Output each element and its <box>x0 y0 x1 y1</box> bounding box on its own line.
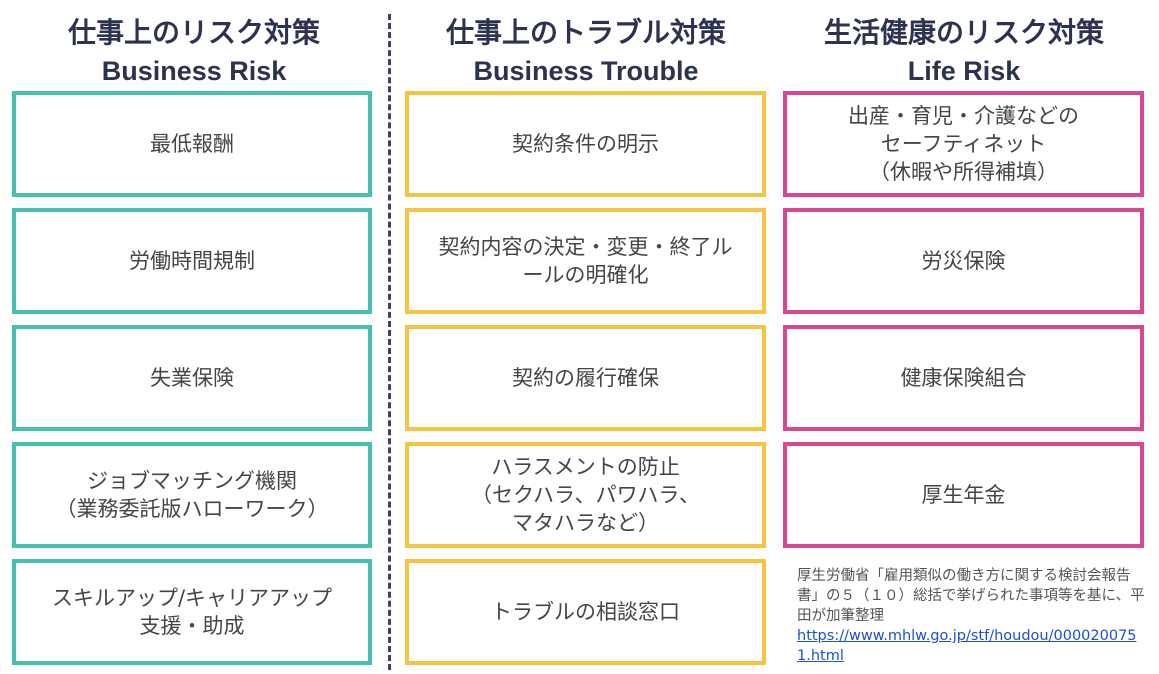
source-note: 厚生労働省「雇用類似の働き方に関する検討会報告書」の５（１０）総括で挙げられた事… <box>797 566 1147 666</box>
business-trouble-header: 仕事上のトラブル対策 Business Trouble <box>406 14 766 90</box>
health-insurance-box: 健康保険組合 <box>783 325 1144 431</box>
contract-fulfillment-box: 契約の履行確保 <box>405 325 766 431</box>
business-risk-title-en: Business Risk <box>101 56 287 86</box>
dashed-divider <box>388 14 391 670</box>
contract-rules-box: 契約内容の決定・変更・終了ル ールの明確化 <box>405 208 766 314</box>
harassment-prevention-box: ハラスメントの防止 （セクハラ、パワハラ、 マタハラなど） <box>405 442 766 548</box>
contract-terms-box: 契約条件の明示 <box>405 91 766 197</box>
trouble-consultation-box: トラブルの相談窓口 <box>405 559 766 665</box>
job-matching-agency-box: ジョブマッチング機関 （業務委託版ハローワーク） <box>12 442 372 548</box>
unemployment-insurance-box: 失業保険 <box>12 325 372 431</box>
working-hours-regulation-box: 労働時間規制 <box>12 208 372 314</box>
pension-box: 厚生年金 <box>783 442 1144 548</box>
workers-comp-box: 労災保険 <box>783 208 1144 314</box>
source-note-text: 厚生労働省「雇用類似の働き方に関する検討会報告書」の５（１０）総括で挙げられた事… <box>797 568 1145 624</box>
business-trouble-title-jp: 仕事上のトラブル対策 <box>445 16 726 49</box>
life-risk-title-en: Life Risk <box>907 56 1021 86</box>
source-link[interactable]: https://www.mhlw.go.jp/stf/houdou/000020… <box>797 628 1137 664</box>
life-risk-title-jp: 生活健康のリスク対策 <box>823 16 1104 49</box>
life-risk-header: 生活健康のリスク対策 Life Risk <box>784 14 1144 90</box>
minimum-pay-box: 最低報酬 <box>12 91 372 197</box>
safety-net-box: 出産・育児・介護などの セーフティネット （休暇や所得補填） <box>783 91 1144 197</box>
business-trouble-title-en: Business Trouble <box>473 56 699 86</box>
business-risk-title-jp: 仕事上のリスク対策 <box>67 16 320 49</box>
business-risk-header: 仕事上のリスク対策 Business Risk <box>14 14 374 90</box>
skill-up-support-box: スキルアップ/キャリアアップ 支援・助成 <box>12 559 372 665</box>
